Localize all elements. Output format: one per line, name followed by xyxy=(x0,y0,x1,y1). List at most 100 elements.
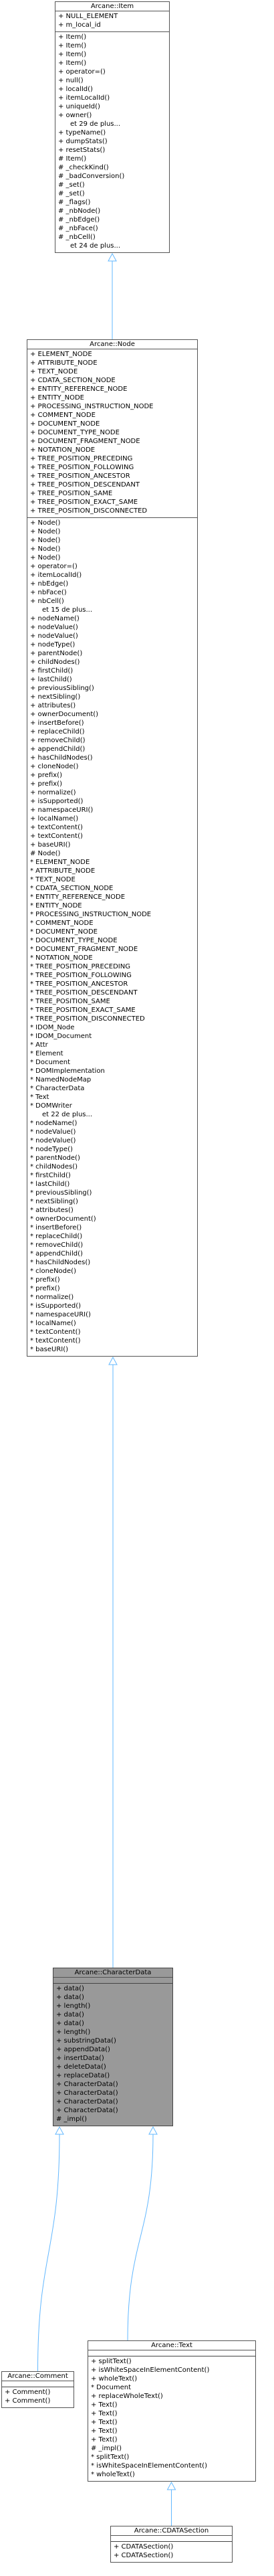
attribute-row: + TREE_POSITION_EXACT_SAME xyxy=(30,499,138,506)
method-row: * childNodes() xyxy=(30,1163,78,1171)
method-row: + isSupported() xyxy=(30,798,84,805)
method-row: + Text() xyxy=(91,2410,118,2417)
method-row: * nodeValue() xyxy=(30,1128,76,1136)
method-row: * nodeType() xyxy=(30,1146,73,1153)
method-row: * CharacterData xyxy=(30,1085,85,1092)
method-row: * prefix() xyxy=(30,1285,60,1292)
inheritance-edge-cdatasection-text xyxy=(166,2481,176,2526)
method-row: + typeName() xyxy=(58,129,106,137)
method-row: + resetStats() xyxy=(58,147,106,154)
method-row: + insertBefore() xyxy=(30,719,84,727)
attribute-row: + ELEMENT_NODE xyxy=(30,351,92,358)
method-row: + prefix() xyxy=(30,780,62,788)
method-row: + textContent() xyxy=(30,824,83,831)
method-row: + owner() xyxy=(58,112,92,119)
method-row: # _nbFace() xyxy=(58,225,98,232)
method-row: + normalize() xyxy=(30,789,76,796)
method-row: et 22 de plus... xyxy=(42,1111,93,1118)
method-row: + prefix() xyxy=(30,772,62,779)
class-box-node[interactable]: Arcane::Node+ ELEMENT_NODE+ ATTRIBUTE_NO… xyxy=(27,339,198,1357)
class-box-cdatasection[interactable]: Arcane::CDATASection+ CDATASection()+ CD… xyxy=(110,2526,233,2563)
method-row: + previousSibling() xyxy=(30,685,94,692)
method-row: * IDOM_Document xyxy=(30,1033,92,1040)
class-box-item[interactable]: Arcane::Item+ NULL_ELEMENT+ m_local_id+ … xyxy=(55,1,170,253)
method-row: + Node() xyxy=(30,545,61,553)
method-row: * TREE_POSITION_DISCONNECTED xyxy=(30,1015,145,1023)
method-row: + nodeType() xyxy=(30,641,76,649)
method-row: * prefix() xyxy=(30,1276,60,1284)
attribute-row: + TREE_POSITION_SAME xyxy=(30,490,113,497)
method-row: + data() xyxy=(56,2011,84,2019)
method-row: + nbFace() xyxy=(30,589,67,596)
method-row: # _set() xyxy=(58,190,85,197)
method-row: * wholeText() xyxy=(91,2471,135,2478)
method-row: * Document xyxy=(30,1059,70,1066)
method-row: * textContent() xyxy=(30,1337,81,1345)
method-row: * isWhiteSpaceInElementContent() xyxy=(91,2462,207,2470)
method-row: et 29 de plus... xyxy=(70,120,121,128)
method-row: + isWhiteSpaceInElementContent() xyxy=(91,2367,210,2374)
class-box-text[interactable]: Arcane::Text+ splitText()+ isWhiteSpaceI… xyxy=(88,2340,256,2482)
methods-section: + Comment()+ Comment() xyxy=(2,2387,74,2407)
attributes-section: + NULL_ELEMENT+ m_local_id xyxy=(55,11,169,32)
method-row: + localName() xyxy=(30,815,79,823)
method-row: # _impl() xyxy=(91,2445,122,2452)
method-row: # _impl() xyxy=(56,2116,88,2123)
method-row: + replaceWholeText() xyxy=(91,2393,163,2400)
method-row: # _nbCell() xyxy=(58,234,96,241)
method-row: * hasChildNodes() xyxy=(30,1259,91,1266)
method-row: + itemLocalId() xyxy=(30,572,82,579)
attribute-row: + TREE_POSITION_DESCENDANT xyxy=(30,481,140,489)
method-row: * PROCESSING_INSTRUCTION_NODE xyxy=(30,911,152,918)
inheritance-edge-text-characterdata xyxy=(127,2126,158,2341)
method-row: * ENTITY_NODE xyxy=(30,902,82,910)
class-box-characterdata[interactable]: Arcane::CharacterData+ data()+ data()+ l… xyxy=(53,1968,173,2126)
method-row: * ENTITY_REFERENCE_NODE xyxy=(30,893,126,901)
attribute-row: + DOCUMENT_NODE xyxy=(30,420,100,428)
methods-section: + CDATASection()+ CDATASection() xyxy=(111,2542,232,2562)
method-row: # _checkKind() xyxy=(58,164,109,171)
methods-section: + data()+ data()+ length()+ data()+ data… xyxy=(53,1984,172,2126)
method-row: * nodeValue() xyxy=(30,1137,76,1144)
attribute-row: + DOCUMENT_TYPE_NODE xyxy=(30,429,120,436)
class-title: Arcane::Comment xyxy=(2,2372,74,2381)
method-row: + replaceData() xyxy=(56,2072,110,2079)
method-row: + CDATASection() xyxy=(114,2552,174,2559)
method-row: + cloneNode() xyxy=(30,763,79,770)
empty-attributes-section xyxy=(88,2350,255,2356)
attribute-row: + NOTATION_NODE xyxy=(30,446,96,454)
method-row: * removeChild() xyxy=(30,1241,84,1249)
method-row: * DOMWriter xyxy=(30,1102,72,1110)
method-row: + data() xyxy=(56,2020,84,2027)
method-row: + uniqueId() xyxy=(58,103,100,110)
method-row: + dumpStats() xyxy=(58,138,108,145)
method-row: + nodeValue() xyxy=(30,632,78,640)
method-row: * NOTATION_NODE xyxy=(30,954,93,962)
method-row: # _flags() xyxy=(58,199,91,206)
method-row: + Comment() xyxy=(5,2389,51,2396)
method-row: * DOMImplementation xyxy=(30,1067,105,1075)
inheritance-edge-characterdata-node xyxy=(108,1356,118,1968)
method-row: + appendChild() xyxy=(30,746,86,753)
method-row: * textContent() xyxy=(30,1328,81,1336)
method-row: # _set() xyxy=(58,181,85,189)
attribute-row: + ENTITY_REFERENCE_NODE xyxy=(30,385,128,393)
class-title: Arcane::CDATASection xyxy=(111,2526,232,2536)
method-row: + Item() xyxy=(58,51,87,58)
method-row: + Item() xyxy=(58,42,87,50)
empty-attributes-section xyxy=(2,2381,74,2387)
method-row: + appendData() xyxy=(56,2046,110,2053)
method-row: + ownerDocument() xyxy=(30,711,99,718)
method-row: * DOCUMENT_TYPE_NODE xyxy=(30,937,118,944)
method-row: + insertData() xyxy=(56,2055,104,2062)
method-row: * TREE_POSITION_EXACT_SAME xyxy=(30,1007,136,1014)
method-row: + CharacterData() xyxy=(56,2107,118,2114)
method-row: + CharacterData() xyxy=(56,2089,118,2097)
method-row: * Attr xyxy=(30,1041,48,1049)
method-row: + operator=() xyxy=(58,68,106,76)
methods-section: + Node()+ Node()+ Node()+ Node()+ Node()… xyxy=(27,518,197,1356)
method-row: + data() xyxy=(56,1994,84,2001)
method-row: * TREE_POSITION_PRECEDING xyxy=(30,963,130,970)
attribute-row: + ATTRIBUTE_NODE xyxy=(30,359,98,367)
class-box-comment[interactable]: Arcane::Comment+ Comment()+ Comment() xyxy=(1,2371,74,2408)
